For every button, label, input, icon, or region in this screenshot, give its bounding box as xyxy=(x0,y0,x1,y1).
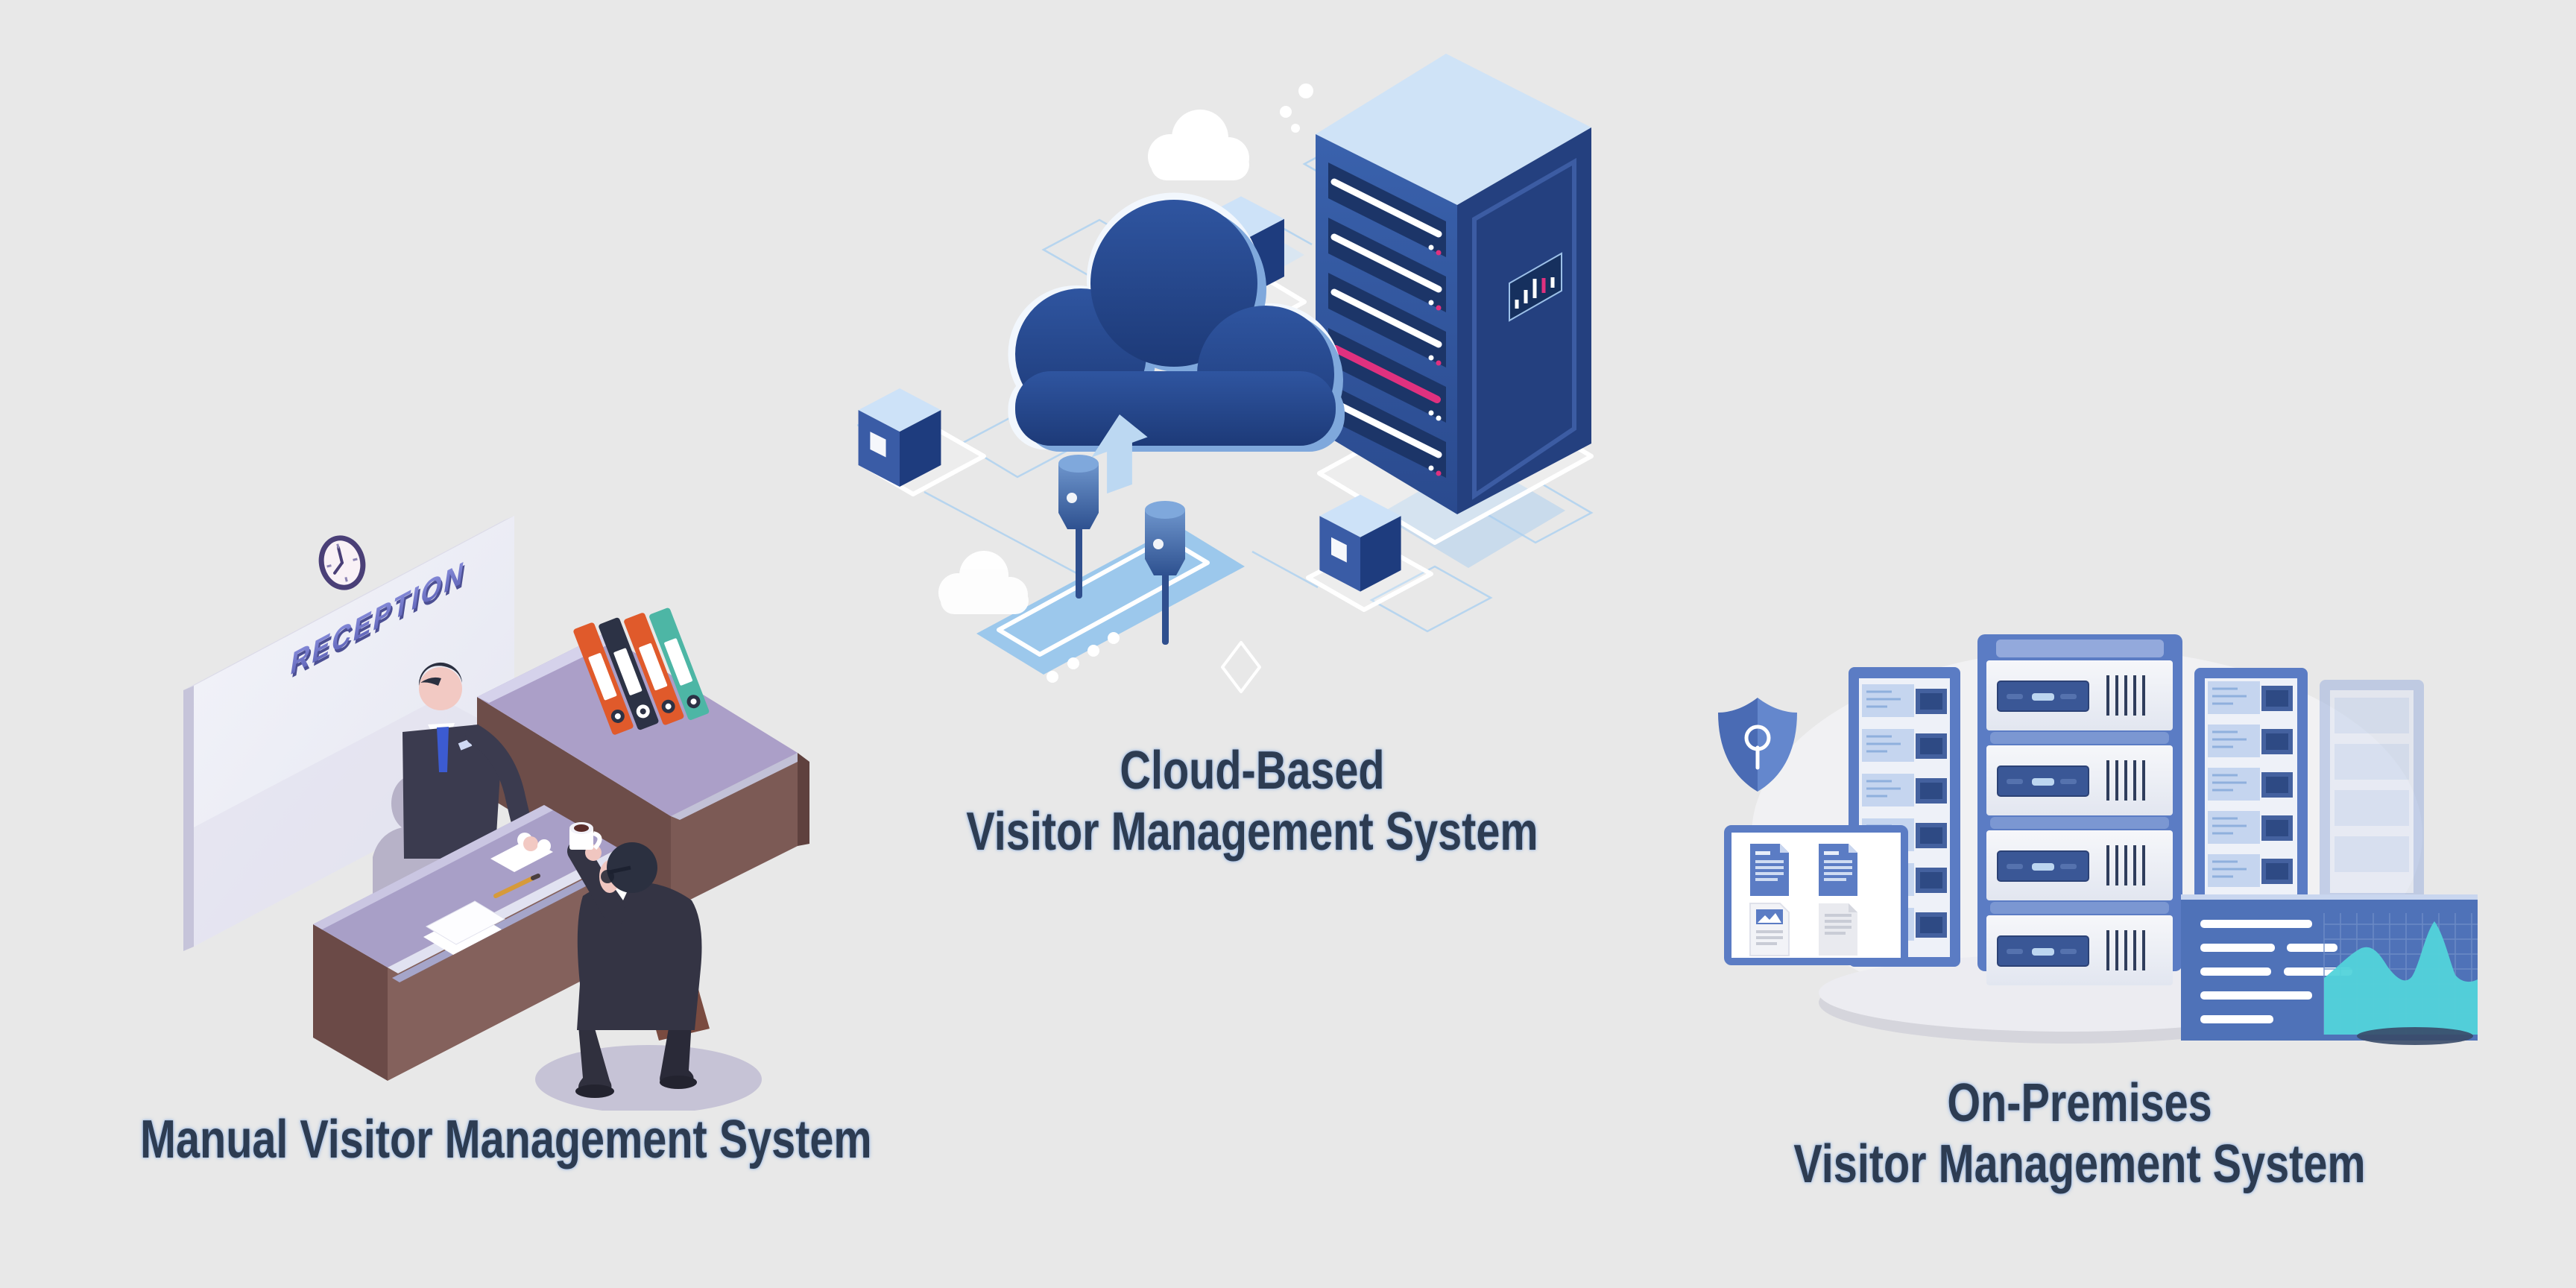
server-slots xyxy=(1328,162,1446,478)
document-icon xyxy=(1819,903,1857,956)
title-cloud-vms: Cloud-Based Visitor Management System xyxy=(924,740,1580,862)
shield-lock-icon xyxy=(1718,698,1797,792)
documents-panel-icon xyxy=(1724,825,1908,965)
diamond-decor xyxy=(1221,641,1261,693)
binder-icon xyxy=(599,617,659,730)
rack-unit xyxy=(1986,745,2173,815)
floor-shadow xyxy=(535,1045,762,1111)
title-manual-vms: Manual Visitor Management System xyxy=(140,1109,872,1170)
illustration-cloud-vms xyxy=(857,54,1594,693)
server-tower-icon xyxy=(1316,54,1591,514)
glasses-temple xyxy=(609,865,631,874)
visitor-shoe xyxy=(660,1076,697,1089)
rack-unit xyxy=(1986,660,2173,730)
analytics-dashboard-icon xyxy=(2181,894,2478,1045)
title-line: Visitor Management System xyxy=(1793,1134,2366,1194)
visitor-cuff xyxy=(537,839,551,853)
binder-icon xyxy=(573,622,634,735)
server-side-face xyxy=(1457,127,1591,514)
image-document-icon xyxy=(1749,903,1790,956)
server-side-frame xyxy=(1472,157,1576,500)
document-icon xyxy=(1750,844,1789,896)
server-rack-icon xyxy=(1977,634,2182,985)
visitor-leg xyxy=(660,1021,694,1087)
plug-connector-icon xyxy=(1145,501,1185,645)
dot-decor xyxy=(1046,83,1313,683)
illustration-manual-vms: RECEPTION RECEPTION xyxy=(183,516,809,1111)
visitor-leg xyxy=(578,1026,612,1093)
receptionist-head xyxy=(419,667,462,710)
rack-unit xyxy=(1986,915,2173,985)
receptionist-suit xyxy=(402,724,501,859)
server-side-widget xyxy=(1509,252,1562,322)
data-cube-icon xyxy=(858,388,941,487)
title-line: On-Premises xyxy=(1947,1073,2212,1133)
plug-connector-icon xyxy=(1058,455,1099,599)
receptionist-tie xyxy=(437,727,449,772)
cloud-body xyxy=(1015,200,1336,446)
upload-arrow-icon xyxy=(1091,414,1148,494)
illustration-onprem-vms xyxy=(1718,634,2478,1045)
server-top-face xyxy=(1316,54,1591,205)
wall-top-edge xyxy=(183,516,514,690)
binder-icon xyxy=(649,607,710,720)
visitor-hair xyxy=(607,842,657,893)
pencil-icon xyxy=(493,876,535,898)
handshake xyxy=(517,833,538,851)
document-icon xyxy=(1819,844,1857,896)
receptionist-hair xyxy=(418,662,462,686)
binder-icons xyxy=(573,607,710,735)
binder-icon xyxy=(624,613,684,725)
wall-side-edge xyxy=(183,686,194,951)
visitor-arm xyxy=(567,840,626,925)
rack-unit xyxy=(1986,830,2173,900)
title-onprem-vms: On-Premises Visitor Management System xyxy=(1752,1073,2408,1195)
white-cloud-decor xyxy=(938,110,1249,614)
visitor-figure xyxy=(537,822,702,1098)
hands xyxy=(523,836,538,851)
server-slot-active xyxy=(1328,328,1446,423)
title-line: Visitor Management System xyxy=(966,802,1538,862)
upload-cloud-icon xyxy=(1008,192,1345,494)
visitor-suit xyxy=(577,882,702,1030)
title-line: Cloud-Based xyxy=(1120,741,1385,801)
coffee-mug-icon xyxy=(569,822,602,850)
server-rack-icon xyxy=(2320,680,2424,903)
title-line: Manual Visitor Management System xyxy=(140,1110,872,1169)
wall-clock-icon xyxy=(318,535,366,590)
data-cube-icon xyxy=(1319,494,1401,592)
area-chart xyxy=(2323,913,2478,1045)
visitor-shoe xyxy=(575,1085,614,1098)
